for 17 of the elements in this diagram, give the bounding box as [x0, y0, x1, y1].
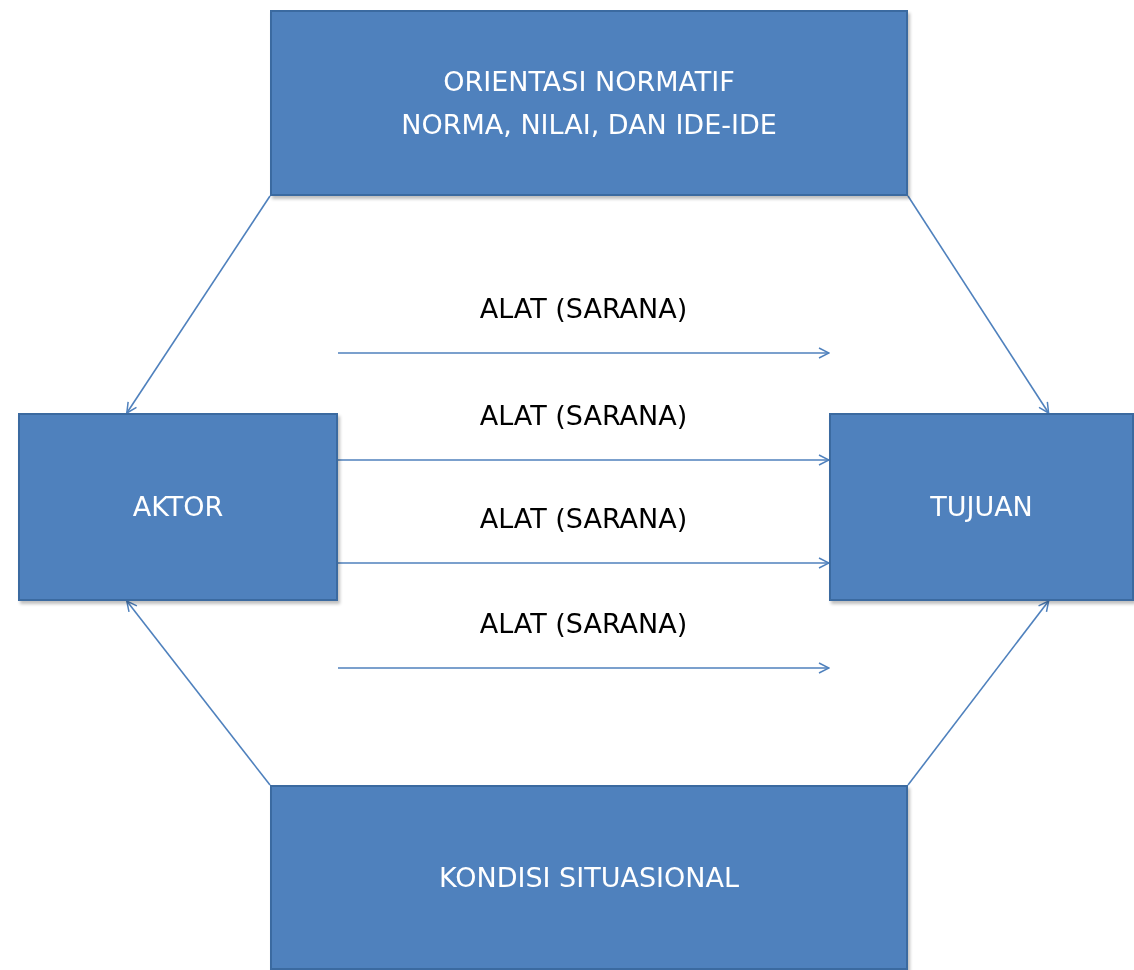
arrow [337, 454, 830, 466]
arrow [907, 600, 1050, 786]
arrow [126, 600, 271, 786]
process-box [270, 785, 908, 970]
process-box [270, 10, 908, 196]
arrow [126, 195, 271, 414]
box-label: TUJUAN [930, 490, 1033, 525]
box-label: KONDISI SITUASIONAL [439, 860, 739, 895]
arrow [337, 662, 830, 674]
process-box [829, 413, 1134, 601]
box-label: ORIENTASI NORMATIF [443, 64, 735, 99]
process-box [18, 413, 338, 601]
arrow [907, 195, 1050, 414]
arrow [337, 347, 830, 359]
box-label: AKTOR [132, 490, 224, 525]
arrow [337, 557, 830, 569]
box-label: NORMA, NILAI, DAN IDE-IDE [401, 108, 777, 142]
